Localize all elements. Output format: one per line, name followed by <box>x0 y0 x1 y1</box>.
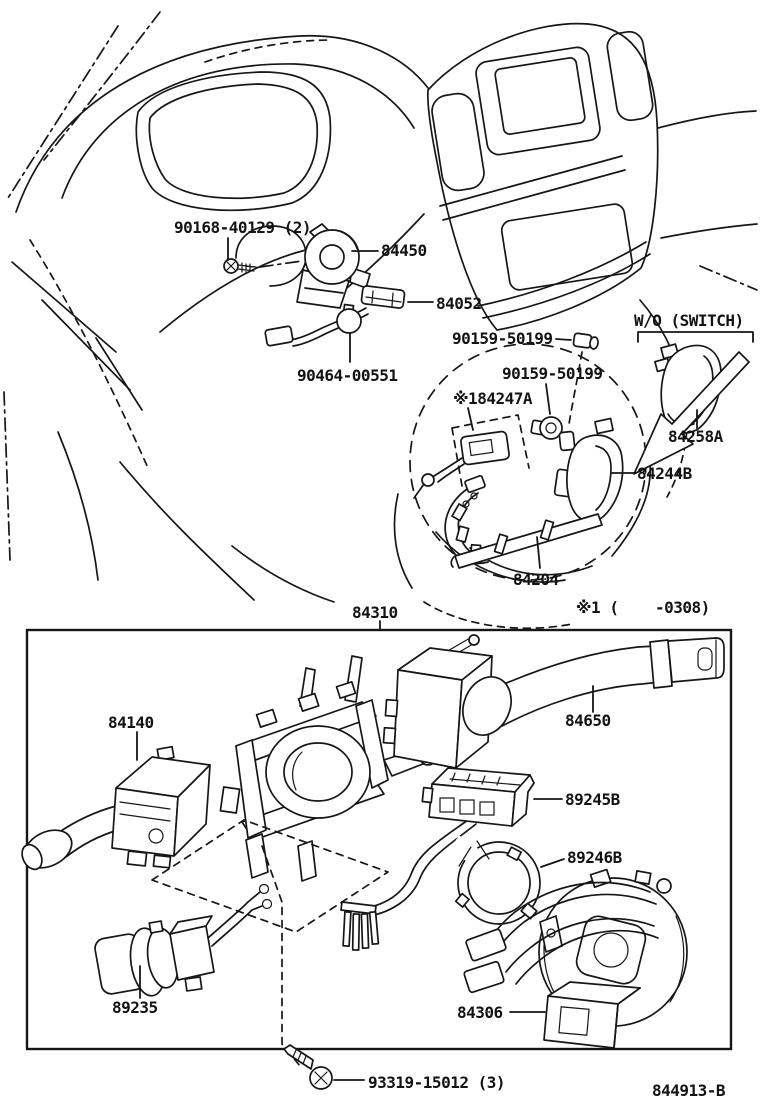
screw-90168-drawing <box>223 258 303 274</box>
callout-90159-upper: 90159-50199 <box>452 329 572 348</box>
dashboard-outline-drawing <box>3 11 429 603</box>
callout-184247: ※184247A <box>453 389 533 431</box>
callout-84450: 84450 <box>351 241 427 260</box>
relay-89245-drawing <box>340 767 535 951</box>
assembly-box: 84310 ※1 ( -0308) <box>25 598 733 1051</box>
wiper-switch-84650-drawing <box>382 634 725 769</box>
callout-90159-lower: 90159-50199 <box>502 364 603 415</box>
part-label-84306: 84306 <box>457 1003 503 1022</box>
bolt-90159-upper-drawing <box>568 332 599 425</box>
spiral-cable-84306-drawing <box>463 868 688 1049</box>
callout-84650: 84650 <box>565 685 611 730</box>
part-label-93319-15012: 93319-15012 (3) <box>368 1073 505 1092</box>
switch-184247-drawing <box>413 430 510 499</box>
callout-84204: 84204 <box>513 536 559 589</box>
callout-89245: 89245B <box>533 790 621 809</box>
retainer-ring-89246-drawing <box>449 835 541 925</box>
part-label-84258A: 84258A <box>668 427 724 446</box>
part-label-89235: 89235 <box>112 998 158 1017</box>
callout-84244: 84244B <box>611 464 693 483</box>
center-console-drawing <box>426 22 758 498</box>
part-label-89245B: 89245B <box>565 790 621 809</box>
callout-84306: 84306 <box>457 1003 546 1022</box>
callout-93319: 93319-15012 (3) <box>333 1073 506 1092</box>
callout-84258: 84258A <box>668 409 724 446</box>
part-label-184247A: ※184247A <box>453 389 533 408</box>
fog-switch-89235-drawing <box>94 819 389 997</box>
part-label-84650: 84650 <box>565 711 611 730</box>
part-label-84140: 84140 <box>108 713 154 732</box>
switch-bracket-body-drawing <box>219 655 437 882</box>
part-label-90159-50199-lower: 90159-50199 <box>502 364 602 383</box>
assembly-label-84310: 84310 <box>352 603 398 622</box>
variant-note-label: W/O (SWITCH) <box>634 311 744 330</box>
variant-arrow-icon <box>633 351 750 475</box>
part-label-90168-40129: 90168-40129 (2) <box>174 218 311 237</box>
part-label-90464-00551: 90464-00551 <box>297 366 397 385</box>
callout-89246: 89246B <box>540 848 623 868</box>
assembly-box-border <box>25 628 733 1051</box>
grommet-90464-drawing <box>336 303 362 334</box>
part-label-84204: 84204 <box>513 570 559 589</box>
callout-wo-switch: W/O (SWITCH) <box>634 311 754 343</box>
switch-84244-drawing <box>553 417 624 523</box>
part-label-90159-50199-upper: 90159-50199 <box>452 329 552 348</box>
callout-84052: 84052 <box>407 294 482 313</box>
part-label-84244B: 84244B <box>637 464 693 483</box>
spoke-84204-drawing <box>450 513 603 569</box>
dimmer-switch-84140-drawing <box>21 745 211 871</box>
part-label-89246B: 89246B <box>567 848 623 867</box>
switch-pod-rear-drawing <box>444 474 493 565</box>
variant-note-bracket <box>637 331 754 343</box>
callout-89235: 89235 <box>112 965 158 1017</box>
part-label-84450: 84450 <box>381 241 427 260</box>
bolt-90159-lower-drawing <box>530 416 563 440</box>
applicability-note: ※1 ( -0308) <box>576 598 710 617</box>
sheet-number: 844913-B <box>652 1081 726 1100</box>
screw-93319-drawing <box>261 845 333 1090</box>
callout-90464: 90464-00551 <box>297 333 398 385</box>
spiral-cable-84450-drawing <box>296 223 371 309</box>
part-label-84052: 84052 <box>436 294 482 313</box>
callout-screw-90168: 90168-40129 (2) <box>174 218 312 261</box>
callout-84140: 84140 <box>108 713 154 761</box>
